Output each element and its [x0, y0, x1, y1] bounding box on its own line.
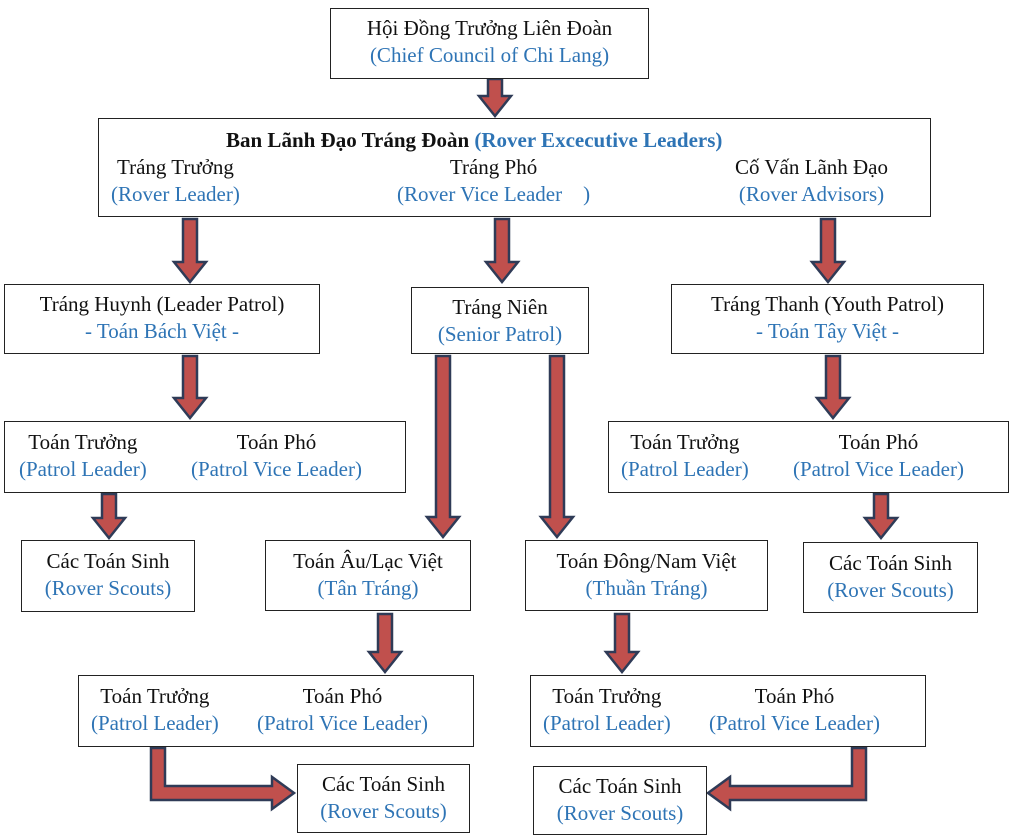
- bottom-left-patrol-leader: Toán Trưởng (Patrol Leader): [91, 683, 219, 737]
- bottom-right-scouts-box: Các Toán Sinh (Rover Scouts): [533, 766, 707, 835]
- arrow-bottom-left-leaders-to-scouts: [149, 746, 297, 812]
- dong-nam-viet-box: Toán Đông/Nam Việt (Thuần Tráng): [525, 540, 768, 611]
- leader-patrol-vi: Tráng Huynh (Leader Patrol): [39, 292, 285, 316]
- patrol-vice-leader-en: (Patrol Vice Leader): [709, 711, 880, 735]
- au-lac-vi: Toán Âu/Lạc Việt: [293, 549, 443, 573]
- bottom-right-patrol-leader: Toán Trưởng (Patrol Leader): [543, 683, 671, 737]
- scouts-vi: Các Toán Sinh: [829, 551, 952, 575]
- arrow-youth-patrol-to-leaders: [814, 354, 852, 421]
- patrol-vice-leader-vi: Toán Phó: [838, 430, 919, 454]
- scouts-vi: Các Toán Sinh: [558, 774, 682, 798]
- patrol-leader-en: (Patrol Leader): [621, 457, 749, 481]
- executive-member-advisors: Cố Vấn Lãnh Đạo (Rover Advisors): [735, 154, 888, 208]
- left-scouts-box: Các Toán Sinh (Rover Scouts): [21, 540, 195, 612]
- council-box: Hội Đồng Trưởng Liên Đoàn (Chief Council…: [330, 8, 649, 79]
- patrol-leader-vi: Toán Trưởng: [100, 684, 210, 708]
- executive-member-vice-leader: Tráng Phó (Rover Vice Leader ): [397, 154, 590, 208]
- patrol-leader-vi: Toán Trưởng: [28, 430, 138, 454]
- scouts-en: (Rover Scouts): [556, 801, 684, 825]
- arrow-senior-to-dong-nam: [538, 354, 576, 540]
- patrol-leader-en: (Patrol Leader): [91, 711, 219, 735]
- bottom-left-patrol-vice-leader: Toán Phó (Patrol Vice Leader): [257, 683, 428, 737]
- executive-member-rover-leader: Tráng Trưởng (Rover Leader): [111, 154, 240, 208]
- leader-patrol-box: Tráng Huynh (Leader Patrol) - Toán Bách …: [4, 284, 320, 354]
- arrow-left-leaders-to-scouts: [90, 492, 128, 541]
- left-patrol-vice-leader: Toán Phó (Patrol Vice Leader): [191, 429, 362, 483]
- bottom-left-scouts-box: Các Toán Sinh (Rover Scouts): [297, 764, 470, 833]
- arrow-dong-nam-to-leaders: [603, 612, 641, 675]
- bottom-left-patrol-leaders-box: Toán Trưởng (Patrol Leader) Toán Phó (Pa…: [78, 675, 474, 747]
- member-en: (Rover Leader): [111, 182, 240, 206]
- au-lac-viet-box: Toán Âu/Lạc Việt (Tân Tráng): [265, 540, 471, 611]
- patrol-leader-vi: Toán Trưởng: [630, 430, 740, 454]
- senior-patrol-en: (Senior Patrol): [437, 322, 563, 346]
- executive-box: Ban Lãnh Đạo Tráng Đoàn (Rover Excecutiv…: [98, 118, 931, 217]
- au-lac-en: (Tân Tráng): [317, 576, 419, 600]
- scouts-en: (Rover Scouts): [44, 576, 172, 600]
- patrol-leader-vi: Toán Trưởng: [552, 684, 662, 708]
- right-patrol-vice-leader: Toán Phó (Patrol Vice Leader): [793, 429, 964, 483]
- patrol-vice-leader-vi: Toán Phó: [236, 430, 317, 454]
- left-patrol-leaders-box: Toán Trưởng (Patrol Leader) Toán Phó (Pa…: [4, 421, 406, 493]
- patrol-vice-leader-vi: Toán Phó: [302, 684, 383, 708]
- council-title-vi: Hội Đồng Trưởng Liên Đoàn: [366, 16, 613, 40]
- senior-patrol-box: Tráng Niên (Senior Patrol): [411, 287, 589, 354]
- leader-patrol-en: - Toán Bách Việt -: [85, 319, 239, 343]
- right-scouts-box: Các Toán Sinh (Rover Scouts): [803, 542, 978, 613]
- arrow-bottom-right-leaders-to-scouts: [705, 746, 868, 812]
- executive-title-vi: Ban Lãnh Đạo Tráng Đoàn: [226, 128, 470, 152]
- member-en: (Rover Vice Leader ): [397, 182, 591, 206]
- youth-patrol-box: Tráng Thanh (Youth Patrol) - Toán Tây Vi…: [671, 284, 984, 354]
- arrow-executive-to-youth-patrol: [809, 217, 847, 285]
- patrol-vice-leader-en: (Patrol Vice Leader): [257, 711, 428, 735]
- member-en: (Rover Advisors): [738, 182, 885, 206]
- scouts-en: (Rover Scouts): [320, 799, 447, 823]
- patrol-vice-leader-en: (Patrol Vice Leader): [191, 457, 362, 481]
- arrow-executive-to-leader-patrol: [171, 217, 209, 285]
- arrow-right-leaders-to-scouts: [862, 492, 900, 541]
- dong-nam-en: (Thuần Tráng): [585, 576, 708, 600]
- bottom-right-patrol-vice-leader: Toán Phó (Patrol Vice Leader): [709, 683, 880, 737]
- patrol-vice-leader-vi: Toán Phó: [754, 684, 835, 708]
- scouts-en: (Rover Scouts): [827, 578, 954, 602]
- youth-patrol-en: - Toán Tây Việt -: [755, 319, 900, 343]
- bottom-right-patrol-leaders-box: Toán Trưởng (Patrol Leader) Toán Phó (Pa…: [530, 675, 926, 747]
- patrol-leader-en: (Patrol Leader): [543, 711, 671, 735]
- patrol-leader-en: (Patrol Leader): [19, 457, 147, 481]
- right-patrol-leader: Toán Trưởng (Patrol Leader): [621, 429, 749, 483]
- left-patrol-leader: Toán Trưởng (Patrol Leader): [19, 429, 147, 483]
- arrow-council-to-executive: [476, 77, 514, 119]
- member-vi: Tráng Phó: [449, 155, 538, 179]
- arrow-executive-to-senior-patrol: [483, 217, 521, 285]
- scouts-vi: Các Toán Sinh: [46, 549, 170, 573]
- youth-patrol-vi: Tráng Thanh (Youth Patrol): [711, 292, 944, 316]
- member-vi: Tráng Trưởng: [117, 155, 234, 179]
- right-patrol-leaders-box: Toán Trưởng (Patrol Leader) Toán Phó (Pa…: [608, 421, 1009, 493]
- arrow-au-lac-to-leaders: [366, 612, 404, 675]
- patrol-vice-leader-en: (Patrol Vice Leader): [793, 457, 964, 481]
- scouts-vi: Các Toán Sinh: [322, 772, 445, 796]
- senior-patrol-vi: Tráng Niên: [452, 295, 548, 319]
- arrow-senior-to-au-lac: [424, 354, 462, 540]
- dong-nam-vi: Toán Đông/Nam Việt: [556, 549, 737, 573]
- arrow-leader-patrol-to-leaders: [171, 354, 209, 421]
- executive-title-en: (Rover Excecutive Leaders): [474, 128, 723, 152]
- council-title-en: (Chief Council of Chi Lang): [369, 43, 610, 67]
- executive-title: Ban Lãnh Đạo Tráng Đoàn (Rover Excecutiv…: [226, 127, 722, 154]
- member-vi: Cố Vấn Lãnh Đạo: [735, 155, 888, 179]
